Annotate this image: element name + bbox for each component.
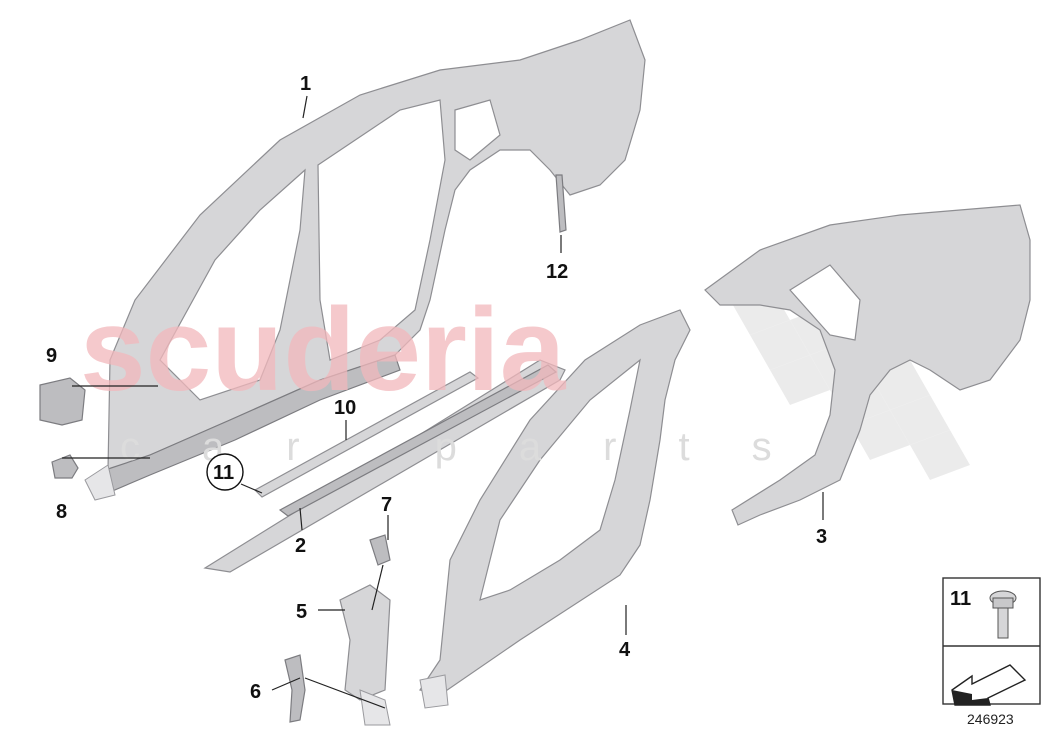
seal-part-12 xyxy=(555,174,567,233)
leader-2 xyxy=(299,507,303,531)
rear-side-part-3 xyxy=(704,204,1031,526)
callout-10: 10 xyxy=(334,397,356,419)
leader-6 xyxy=(271,677,301,691)
bracket-near-4 xyxy=(419,674,449,709)
callout-8: 8 xyxy=(56,501,67,523)
bracket-part-9 xyxy=(39,377,86,426)
callout-11: 11 xyxy=(213,462,234,484)
reference-number: 246923 xyxy=(967,711,1014,727)
callout-3: 3 xyxy=(816,526,827,548)
rocker-panel-part-2 xyxy=(203,359,566,573)
legend-box: 11 xyxy=(942,577,1041,706)
legend-label-11: 11 xyxy=(950,588,971,610)
callout-7: 7 xyxy=(381,494,392,516)
callout-4: 4 xyxy=(619,639,631,661)
bracket-part-6 xyxy=(284,654,306,723)
callout-5: 5 xyxy=(296,601,307,623)
leader-11 xyxy=(240,483,263,494)
bracket-near-8 xyxy=(84,464,116,501)
callout-11-circle xyxy=(206,453,244,491)
side-frame-part-1 xyxy=(93,19,646,493)
arrow-icon xyxy=(951,664,1027,706)
watermark-brand: scuderia xyxy=(80,284,567,416)
bracket-near-6 xyxy=(359,689,391,726)
callout-9: 9 xyxy=(46,345,57,367)
callout-12: 12 xyxy=(546,261,568,283)
bracket-part-7 xyxy=(369,534,391,566)
leader-5b xyxy=(371,564,384,611)
bracket-part-5 xyxy=(339,584,391,701)
leader-6b xyxy=(304,677,386,709)
bolt-icon xyxy=(989,590,1017,639)
callout-2: 2 xyxy=(295,535,306,557)
callout-6: 6 xyxy=(250,681,261,703)
callout-1: 1 xyxy=(300,73,311,95)
bracket-part-8 xyxy=(51,454,79,479)
leader-1 xyxy=(302,95,308,119)
side-frame-front-part-4 xyxy=(419,309,691,696)
sill-strip-part-10 xyxy=(254,371,480,498)
